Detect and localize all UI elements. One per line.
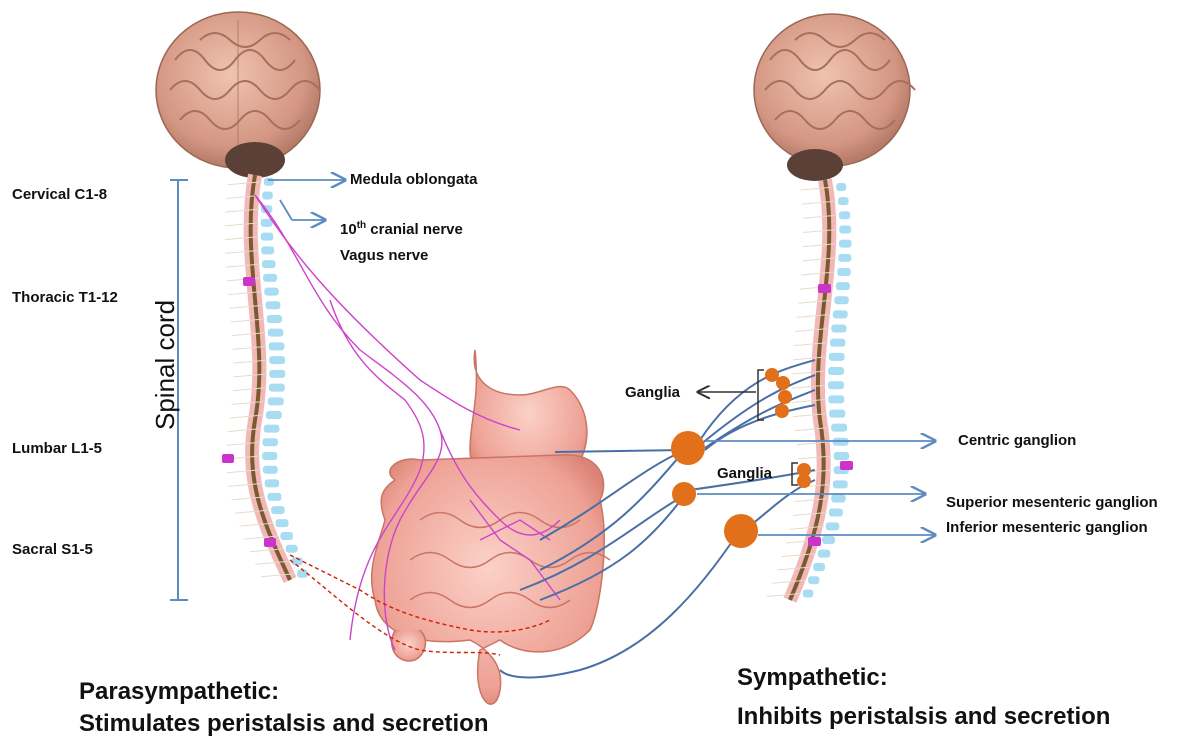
lumbar-label: Lumbar L1-5 <box>12 440 102 457</box>
spinal-cord-label: Spinal cord <box>150 300 181 430</box>
right-vertebra <box>831 494 845 502</box>
left-vertebra <box>280 532 292 540</box>
cranial-nerve-label: 10th cranial nerve <box>340 220 463 238</box>
left-vertebra <box>261 233 273 241</box>
centric-ganglion-label: Centric ganglion <box>958 432 1076 449</box>
right-vertebra <box>828 381 844 389</box>
right-vertebra <box>834 296 848 304</box>
right-vertebra <box>818 550 830 558</box>
superior-mesenteric-label: Superior mesenteric ganglion <box>946 494 1158 511</box>
right-brain <box>754 14 915 181</box>
left-vertebra <box>262 438 277 446</box>
right-vertebra <box>831 424 847 432</box>
vagus-arrow-stem <box>280 200 292 220</box>
thoracic-label: Thoracic T1-12 <box>12 289 118 306</box>
left-vertebra <box>269 384 285 392</box>
right-vertebra <box>838 197 849 205</box>
right-vertebra <box>836 183 846 191</box>
right-vertebra <box>826 522 840 530</box>
left-vertebra <box>268 329 283 337</box>
inferior-mesenteric-node <box>724 514 758 548</box>
left-vertebra <box>263 466 278 474</box>
left-spine <box>222 175 308 580</box>
left-vertebra <box>262 260 276 268</box>
ganglia-lower-label: Ganglia <box>717 465 772 482</box>
right-vertebra <box>830 339 845 347</box>
cranial-number: 10 <box>340 221 357 238</box>
thoracic-marker <box>243 277 255 286</box>
left-vertebra <box>268 397 284 405</box>
right-vertebra <box>838 254 851 262</box>
right-sacral-marker <box>808 537 821 546</box>
left-vertebra <box>286 545 298 553</box>
vagus-label: Vagus nerve <box>340 247 428 264</box>
right-vertebra <box>829 508 843 516</box>
left-vertebra <box>261 219 273 227</box>
cranial-text: cranial nerve <box>366 221 463 238</box>
cervical-label: Cervical C1-8 <box>12 186 107 203</box>
sacral-marker <box>264 538 276 547</box>
left-vertebra <box>262 191 273 199</box>
medulla-label: Medula oblongata <box>350 171 478 188</box>
left-vertebra <box>271 506 285 514</box>
parasympathetic-description: Stimulates peristalsis and secretion <box>79 710 489 738</box>
right-vertebra <box>829 410 845 418</box>
cranial-suffix: th <box>357 220 366 231</box>
right-vertebra <box>839 225 851 233</box>
parasympathetic-title: Parasympathetic: <box>79 678 279 706</box>
left-vertebra <box>269 370 285 378</box>
ganglia-upper-label: Ganglia <box>625 384 680 401</box>
right-vertebra <box>833 480 848 488</box>
left-vertebra <box>269 342 285 350</box>
left-vertebra <box>266 411 282 419</box>
sacral-label: Sacral S1-5 <box>12 541 93 558</box>
left-vertebra <box>266 301 281 309</box>
left-vertebra <box>264 425 280 433</box>
left-vertebra <box>267 315 282 323</box>
inferior-mesenteric-label: Inferior mesenteric ganglion <box>946 519 1148 536</box>
right-vertebra <box>839 211 850 219</box>
left-vertebra <box>263 274 277 282</box>
left-vertebra <box>276 519 289 527</box>
right-vertebra <box>828 395 844 403</box>
right-vertebra <box>822 536 835 544</box>
sympathetic-description: Inhibits peristalsis and secretion <box>737 703 1110 731</box>
right-vertebra <box>808 576 819 584</box>
left-vertebra <box>261 246 274 254</box>
right-vertebra <box>836 282 850 290</box>
left-vertebra <box>264 288 278 296</box>
right-vertebra <box>829 353 845 361</box>
superior-mesenteric-node <box>672 482 696 506</box>
left-vertebra <box>297 570 308 578</box>
right-vertebra <box>833 310 848 318</box>
left-vertebra <box>269 356 285 364</box>
right-thoracic-marker <box>818 284 831 293</box>
left-vertebra <box>264 178 274 186</box>
sympathetic-title: Sympathetic: <box>737 664 888 692</box>
right-vertebra <box>831 325 846 333</box>
right-vertebra <box>828 367 844 375</box>
centric-ganglion-node <box>671 431 705 465</box>
right-vertebra <box>839 240 851 248</box>
right-lumbar-marker <box>840 461 853 470</box>
left-vertebra <box>262 452 277 460</box>
right-vertebra <box>837 268 851 276</box>
left-brain <box>156 12 320 178</box>
left-vertebra <box>267 493 281 501</box>
left-vertebra <box>265 479 279 487</box>
lumbar-marker <box>222 454 234 463</box>
right-vertebra <box>803 589 814 597</box>
right-vertebra <box>813 563 825 571</box>
right-vertebra <box>834 452 849 460</box>
